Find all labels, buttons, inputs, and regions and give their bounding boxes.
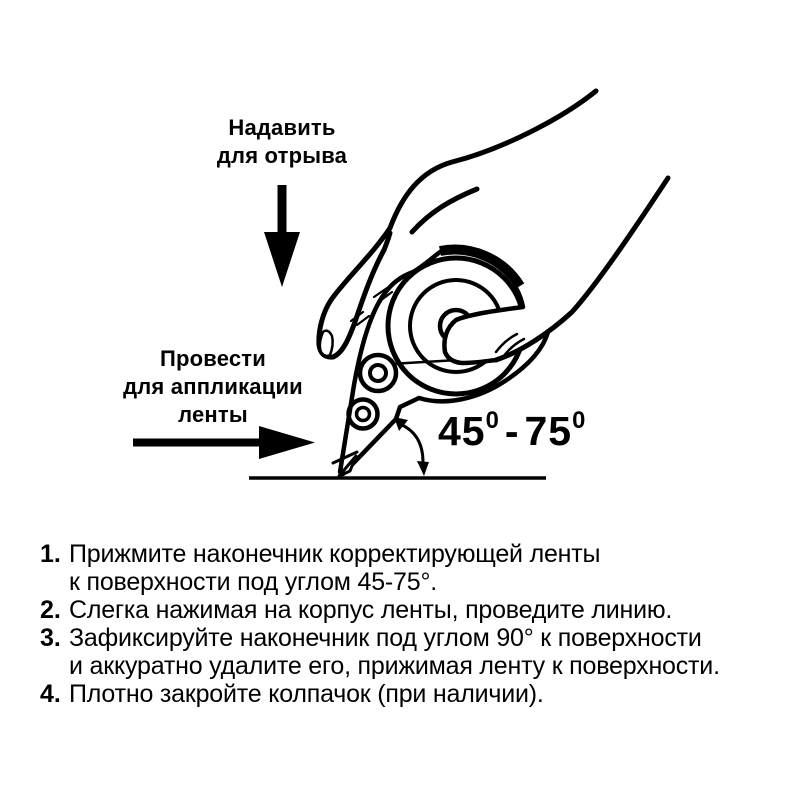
press-to-tear-label: Надавить для отрыва [216,115,348,168]
tool-left-edge [337,249,443,475]
apply-tape-label: Провести для аппликации ленты [123,346,303,427]
instruction-number: 4. [40,680,61,708]
angle-low: 45 [438,408,486,454]
instruction-text: Прижмите наконечник корректирующей ленты… [69,540,601,596]
angle-separator: - [504,408,520,454]
instruction-text: Слегка нажимая на корпус ленты, проведит… [69,596,673,624]
angle-range-label: 450-750 [438,409,586,453]
angle-high: 75 [524,408,573,454]
thumbnail [318,329,334,358]
instruction-number: 3. [40,624,61,652]
angle-high-degree: 0 [572,407,587,435]
instruction-item: 4. Плотно закройте колпачок (при наличии… [40,680,770,708]
angle-arc-icon [394,417,429,476]
applicator-tip [331,450,359,478]
index-finger-line [409,186,480,235]
hand-top-line [387,88,599,231]
spool-housing-arc [439,244,525,289]
roller-top [357,352,399,394]
right-arrow-icon [133,426,315,459]
instruction-text: Зафиксируйте наконечник под углом 90° к … [69,624,720,680]
angle-low-degree: 0 [485,407,500,435]
instruction-item: 2. Слегка нажимая на корпус ленты, прове… [40,596,770,624]
instruction-list: 1. Прижмите наконечник корректирующей ле… [40,540,770,708]
instruction-item: 3. Зафиксируйте наконечник под углом 90°… [40,624,770,680]
down-arrow-icon [264,185,300,287]
instruction-text: Плотно закройте колпачок (при наличии). [69,680,544,708]
hatch-marks [349,286,394,327]
instruction-number: 2. [40,596,61,624]
instruction-number: 1. [40,540,61,568]
finger-creases [494,332,526,359]
hand [316,88,671,366]
fingertip-outline [442,285,526,366]
instruction-item: 1. Прижмите наконечник корректирующей ле… [40,540,770,596]
tool-right-edge [340,329,551,477]
thumb-outline [316,225,393,360]
hand-bottom-edge [493,175,671,363]
